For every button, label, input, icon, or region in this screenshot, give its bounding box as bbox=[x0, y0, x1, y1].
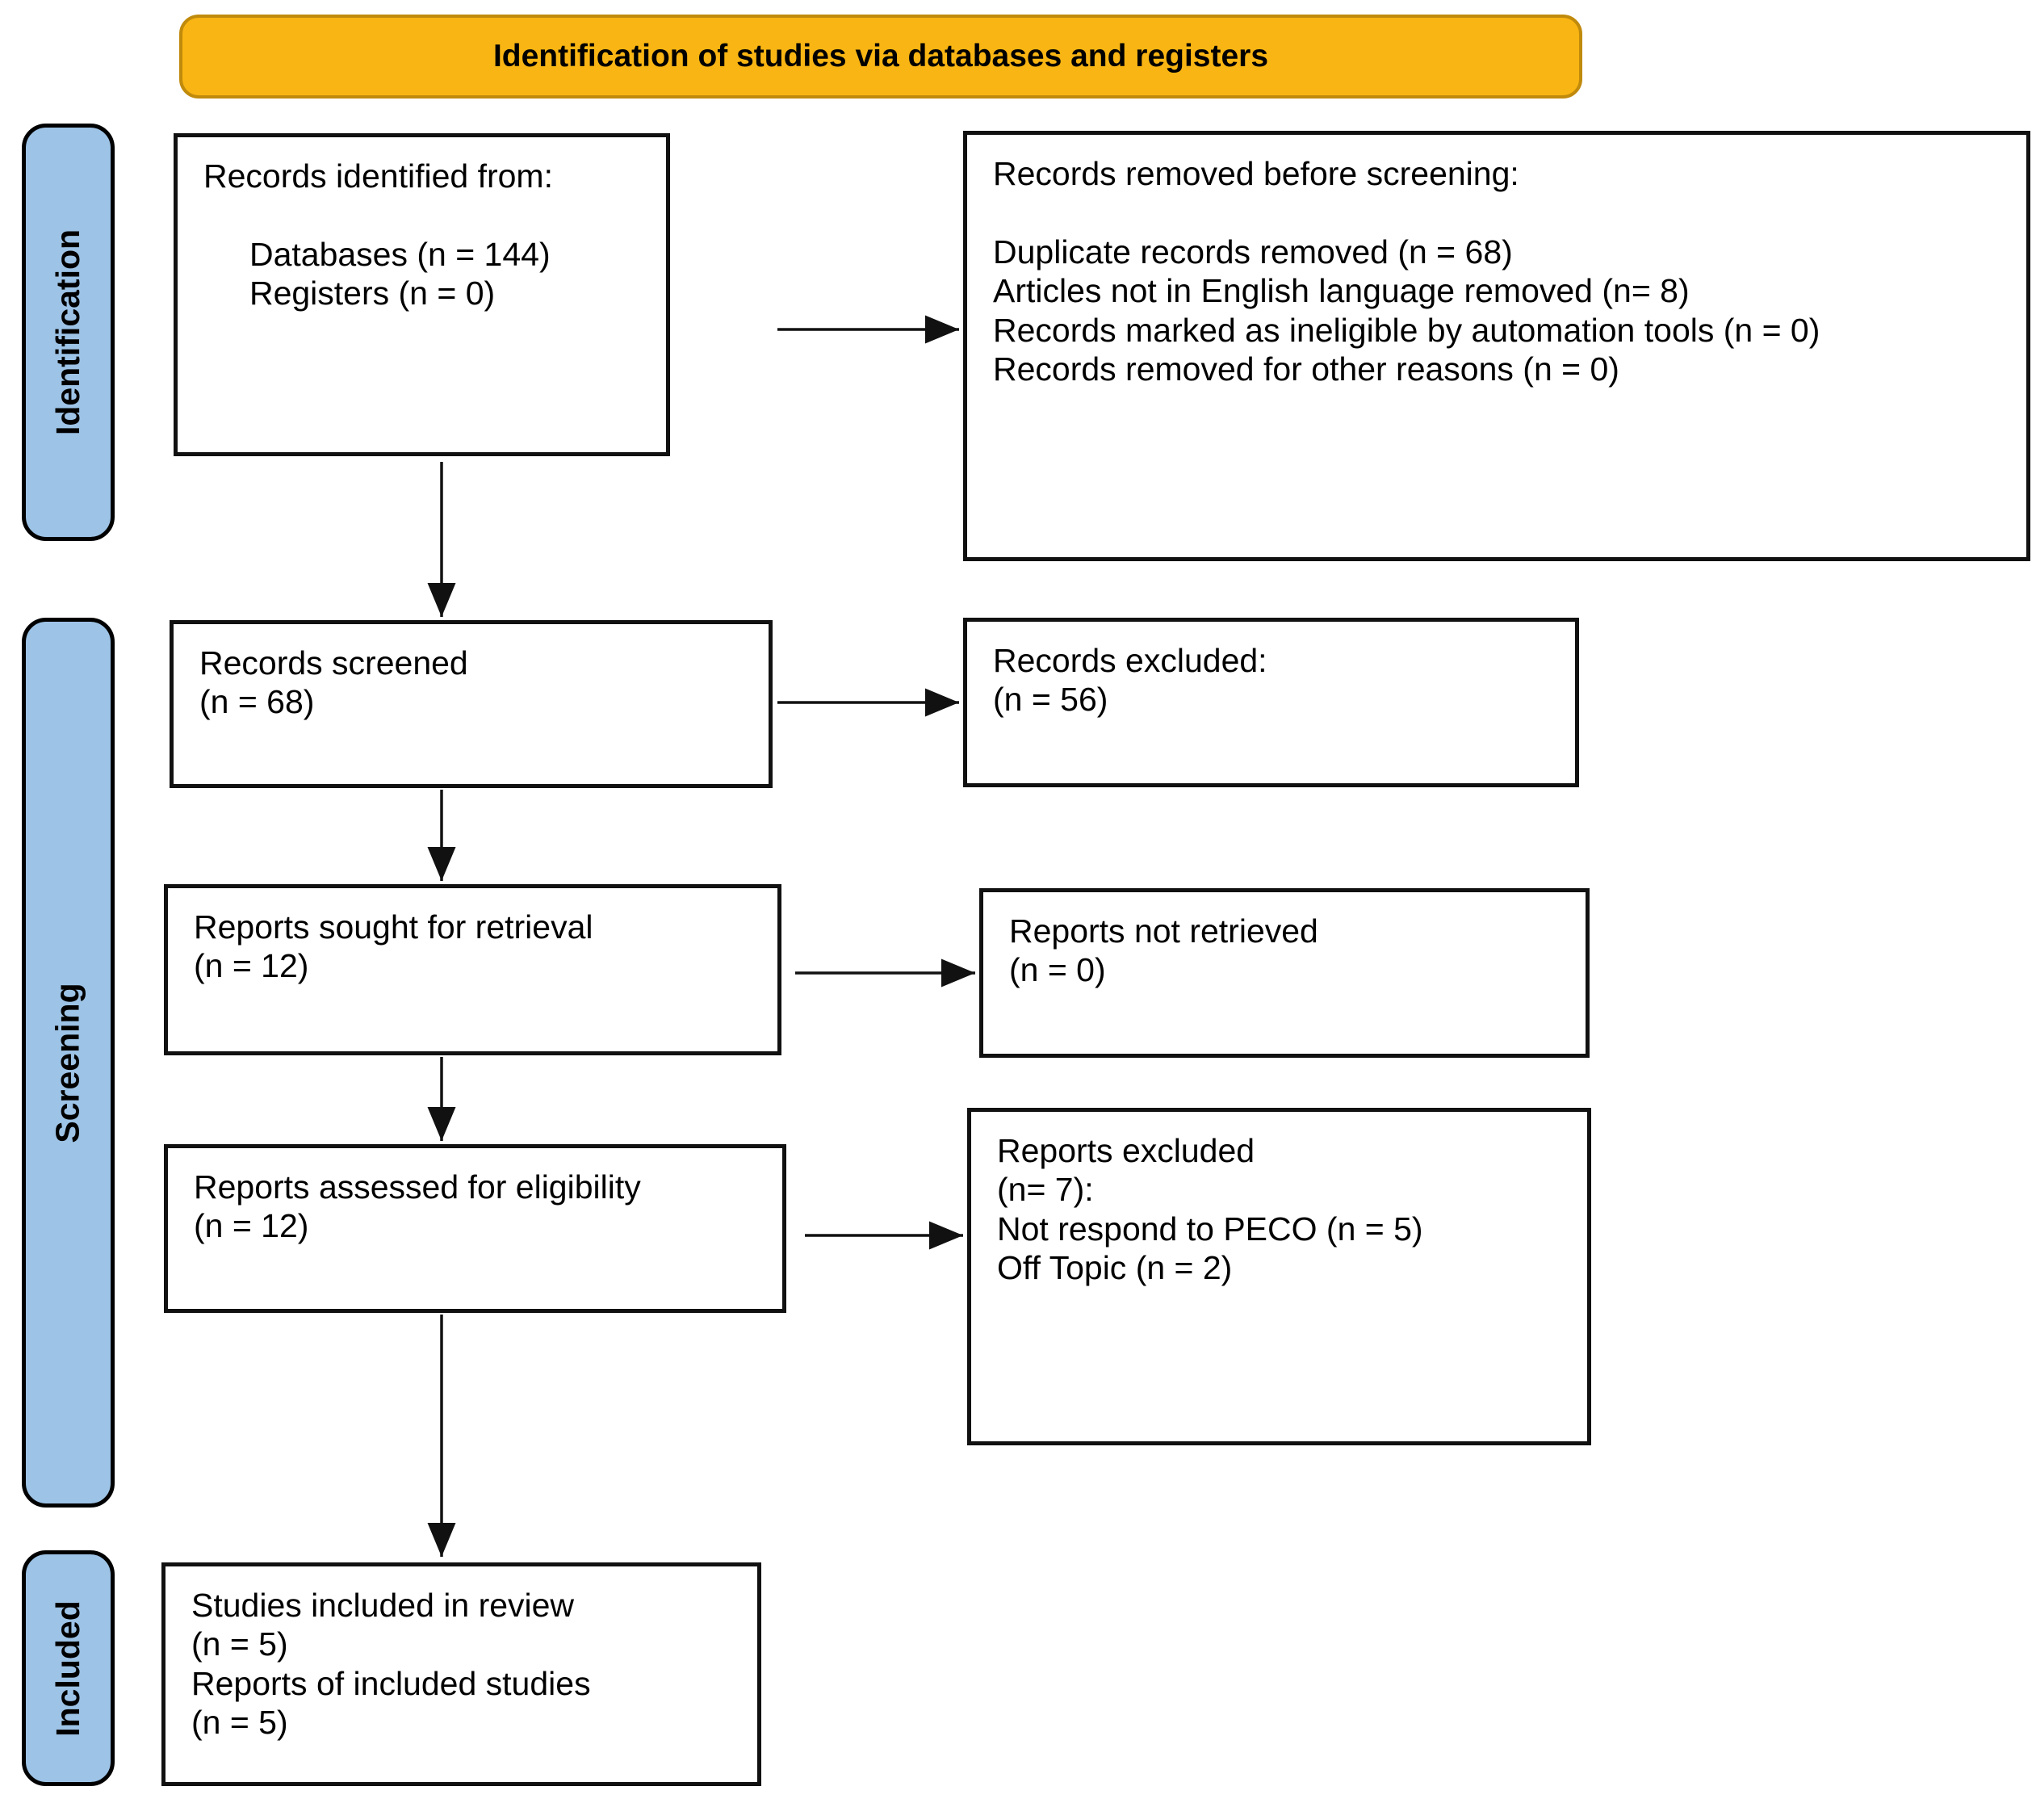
box-reports-sought: Reports sought for retrieval (n = 12) bbox=[164, 884, 781, 1055]
sidebar-included-label: Included bbox=[49, 1600, 87, 1737]
box-records-screened: Records screened (n = 68) bbox=[170, 620, 773, 788]
sidebar-included: Included bbox=[22, 1550, 115, 1786]
box-records-removed-text: Records removed before screening: Duplic… bbox=[993, 155, 1820, 388]
sidebar-identification-label: Identification bbox=[49, 229, 87, 436]
box-reports-assessed: Reports assessed for eligibility (n = 12… bbox=[164, 1144, 786, 1313]
box-studies-included-text: Studies included in review (n = 5) Repor… bbox=[191, 1587, 591, 1742]
box-records-screened-text: Records screened (n = 68) bbox=[199, 644, 468, 721]
box-records-identified: Records identified from: Databases (n = … bbox=[174, 133, 670, 456]
box-reports-excluded: Reports excluded (n= 7): Not respond to … bbox=[967, 1108, 1591, 1445]
box-reports-not-retrieved-text: Reports not retrieved (n = 0) bbox=[1009, 912, 1318, 989]
box-records-removed: Records removed before screening: Duplic… bbox=[963, 131, 2030, 561]
box-reports-excluded-text: Reports excluded (n= 7): Not respond to … bbox=[997, 1132, 1423, 1287]
box-reports-not-retrieved: Reports not retrieved (n = 0) bbox=[979, 888, 1590, 1058]
box-studies-included: Studies included in review (n = 5) Repor… bbox=[161, 1562, 761, 1786]
box-records-excluded: Records excluded: (n = 56) bbox=[963, 618, 1579, 787]
box-records-excluded-text: Records excluded: (n = 56) bbox=[993, 642, 1267, 719]
box-reports-sought-text: Reports sought for retrieval (n = 12) bbox=[194, 908, 593, 985]
box-reports-assessed-text: Reports assessed for eligibility (n = 12… bbox=[194, 1168, 641, 1245]
box-records-identified-text: Records identified from: Databases (n = … bbox=[203, 157, 553, 312]
sidebar-screening: Screening bbox=[22, 618, 115, 1508]
banner: Identification of studies via databases … bbox=[179, 15, 1582, 99]
sidebar-screening-label: Screening bbox=[49, 982, 87, 1143]
banner-title: Identification of studies via databases … bbox=[492, 39, 1269, 73]
sidebar-identification: Identification bbox=[22, 124, 115, 541]
